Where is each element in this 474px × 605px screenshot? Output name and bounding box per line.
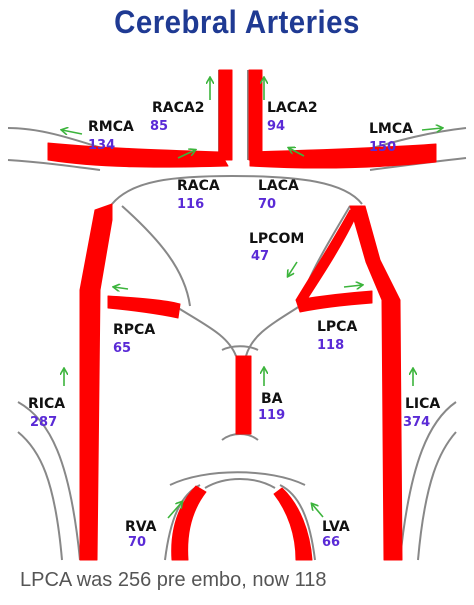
rva-vessel — [172, 486, 206, 560]
raca2-value: 85 — [150, 119, 168, 134]
caption-note: LPCA was 256 pre embo, now 118 — [20, 569, 326, 592]
ba-label: BA — [261, 391, 283, 407]
rpca-label: RPCA — [113, 322, 155, 338]
rmca-vessel — [48, 143, 228, 167]
rpcom-outline — [122, 206, 190, 306]
rica-vessel — [80, 204, 112, 560]
lva-flow-arrow — [312, 504, 323, 517]
lva-value: 66 — [322, 535, 340, 550]
rva-label: RVA — [125, 519, 157, 535]
rva-value: 70 — [128, 535, 146, 550]
rica-value: 287 — [30, 415, 57, 430]
lva-vessel — [274, 488, 312, 560]
lpcom-vessel — [296, 210, 357, 304]
rmca-value: 134 — [88, 138, 115, 153]
rmca-label: RMCA — [88, 119, 134, 135]
circle-of-willis-outline — [112, 176, 362, 204]
laca-value: 70 — [258, 197, 276, 212]
rpca-value: 65 — [113, 341, 131, 356]
lva-label: LVA — [322, 519, 350, 535]
lpca-value: 118 — [317, 338, 344, 353]
lica-label: LICA — [405, 396, 440, 412]
rpca-flow-arrow — [114, 287, 128, 289]
ba-bottom-outline — [222, 434, 258, 440]
lmca-flow-arrow — [422, 128, 442, 130]
lpca-flow-arrow — [344, 285, 362, 287]
raca2-vessel — [219, 70, 232, 160]
rmca-flow-arrow — [62, 130, 82, 134]
ba-vessel — [236, 356, 251, 434]
laca2-label: LACA2 — [267, 100, 318, 116]
raca2-label: RACA2 — [152, 100, 204, 116]
lpca-label: LPCA — [317, 319, 357, 335]
right-external-carotid2-outline — [18, 432, 62, 560]
lpcom-label: LPCOM — [249, 231, 304, 247]
lmca-vessel — [250, 144, 436, 168]
rica-label: RICA — [28, 396, 65, 412]
lmca-value: 150 — [369, 140, 396, 155]
laca2-vessel — [249, 70, 262, 160]
rpca-vessel — [108, 296, 180, 318]
laca-label: LACA — [258, 178, 299, 194]
left-external-carotid2-outline — [418, 432, 456, 560]
lpcom-value: 47 — [251, 249, 269, 264]
laca2-value: 94 — [267, 119, 285, 134]
vertebral-inner-outline — [205, 479, 275, 488]
lica-value: 374 — [403, 415, 430, 430]
lpcom-flow-arrow — [288, 262, 297, 276]
raca-label: RACA — [177, 178, 220, 194]
raca-value: 116 — [177, 197, 204, 212]
lmca-label: LMCA — [369, 121, 413, 137]
ba-value: 119 — [258, 408, 285, 423]
lica-vessel — [350, 206, 402, 560]
ba-top-outline — [222, 346, 258, 350]
